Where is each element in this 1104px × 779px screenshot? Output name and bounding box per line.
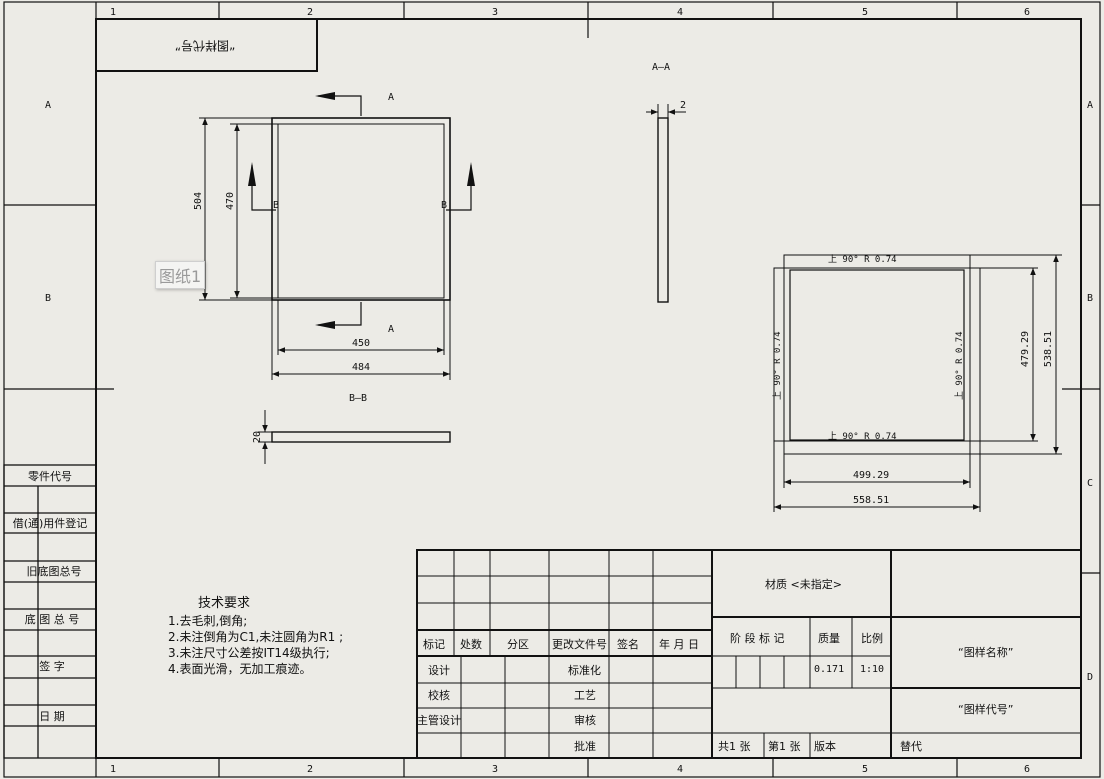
zone-col-3-top: 3 <box>492 7 498 18</box>
dim-width-outer: 484 <box>352 362 370 373</box>
section-mark-b-left: B <box>273 200 279 211</box>
section-aa-dim-thickness: 2 <box>680 100 686 111</box>
row-design: 设计 <box>428 664 450 677</box>
register-label-base-total: 底 图 总 号 <box>25 612 80 626</box>
section-bb-dim-height: 20 <box>252 431 263 443</box>
front-view <box>199 95 472 380</box>
header-mark: 标记 <box>423 637 445 651</box>
section-bb-title: B—B <box>349 393 367 404</box>
scale-value: 1:10 <box>860 664 884 675</box>
zone-row-a-left: A <box>45 100 51 111</box>
sheets-total: 共1 张 <box>718 740 751 753</box>
section-mark-a-bottom: A <box>388 324 394 335</box>
tech-requirements-title: 技术要求 <box>198 596 250 611</box>
zone-col-2-bottom: 2 <box>307 764 313 775</box>
dim-height-inner: 470 <box>225 192 236 210</box>
row-check: 校核 <box>428 688 450 702</box>
tech-requirement-item: 4.表面光滑，无加工痕迹。 <box>168 661 311 676</box>
header-signature: 签名 <box>617 637 639 651</box>
bend-note-top: 上 90° R 0.74 <box>828 254 897 265</box>
row-standardization: 标准化 <box>568 663 601 677</box>
dim-height-outer: 504 <box>193 192 204 210</box>
row-approve: 批准 <box>574 739 596 753</box>
section-arrows <box>248 92 475 329</box>
tech-requirement-item: 2.未注倒角为C1,未注圆角为R1 ; <box>168 629 343 644</box>
stage-mark-label: 阶 段 标 记 <box>730 631 785 645</box>
header-change-doc: 更改文件号 <box>552 637 607 651</box>
left-register-column <box>3 464 97 759</box>
flat-dim-width-inner: 499.29 <box>853 470 889 481</box>
bend-note-bottom: 上 90° R 0.74 <box>828 431 897 442</box>
zone-row-a-right: A <box>1087 100 1093 111</box>
section-mark-b-right: B <box>441 200 447 211</box>
section-mark-a-top: A <box>388 92 394 103</box>
header-count: 处数 <box>460 638 482 651</box>
bend-note-left: 上 90° R 0.74 <box>772 331 783 400</box>
flat-dim-height-outer: 538.51 <box>1043 331 1054 367</box>
flat-dim-height-inner: 479.29 <box>1020 331 1031 367</box>
outer-frame <box>3 1 1101 778</box>
register-label-signature: 签 字 <box>39 659 65 673</box>
version-label: 版本 <box>814 739 836 753</box>
zone-col-1-bottom: 1 <box>110 764 116 775</box>
tech-requirement-item: 1.去毛刺,倒角; <box>168 614 247 628</box>
mass-label: 质量 <box>818 632 840 645</box>
sheet-tab-label[interactable]: 图纸1 <box>155 261 206 289</box>
bend-note-right: 上 90° R 0.74 <box>954 331 965 400</box>
flat-dim-width-outer: 558.51 <box>853 495 889 506</box>
dim-width-inner: 450 <box>352 338 370 349</box>
replace-label: 替代 <box>900 739 922 753</box>
zone-col-4-bottom: 4 <box>677 764 683 775</box>
zone-col-1-top: 1 <box>110 7 116 18</box>
zone-col-4-top: 4 <box>677 7 683 18</box>
zone-col-5-bottom: 5 <box>862 764 868 775</box>
zone-col-6-bottom: 6 <box>1024 764 1030 775</box>
section-bb-view <box>258 410 451 464</box>
section-aa-view <box>646 104 686 303</box>
zone-row-c-right: C <box>1087 478 1093 489</box>
top-left-code-label: “图样代号” <box>175 39 235 54</box>
row-chief-design: 主管设计 <box>417 713 461 727</box>
register-label-part-code: 零件代号 <box>28 470 72 483</box>
scale-label: 比例 <box>861 631 883 645</box>
zone-col-3-bottom: 3 <box>492 764 498 775</box>
flat-pattern-view <box>773 254 1062 512</box>
mass-value: 0.171 <box>814 664 844 675</box>
material-label: 材质 <未指定> <box>765 577 842 591</box>
zone-row-b-left: B <box>45 293 51 304</box>
zone-ticks <box>4 2 1100 777</box>
zone-row-d-right: D <box>1087 672 1093 683</box>
header-date: 年 月 日 <box>659 637 699 651</box>
register-label-borrowed: 借(通)用件登记 <box>13 516 88 530</box>
row-process: 工艺 <box>574 689 596 702</box>
part-code-label: “图样代号” <box>958 702 1013 716</box>
tech-requirement-item: 3.未注尺寸公差按IT14级执行; <box>168 645 330 660</box>
top-left-code-box <box>95 18 318 72</box>
zone-col-2-top: 2 <box>307 7 313 18</box>
row-review: 审核 <box>574 713 596 727</box>
title-block <box>416 549 1082 759</box>
zone-col-5-top: 5 <box>862 7 868 18</box>
register-label-date: 日 期 <box>39 710 65 723</box>
sheet-number: 第1 张 <box>768 739 801 753</box>
part-name-label: “图样名称” <box>958 645 1013 659</box>
zone-row-b-right: B <box>1087 293 1093 304</box>
register-label-old-base: 旧底图总号 <box>27 564 82 578</box>
zone-col-6-top: 6 <box>1024 7 1030 18</box>
section-aa-title: A—A <box>652 62 670 73</box>
header-zone: 分区 <box>507 638 529 651</box>
